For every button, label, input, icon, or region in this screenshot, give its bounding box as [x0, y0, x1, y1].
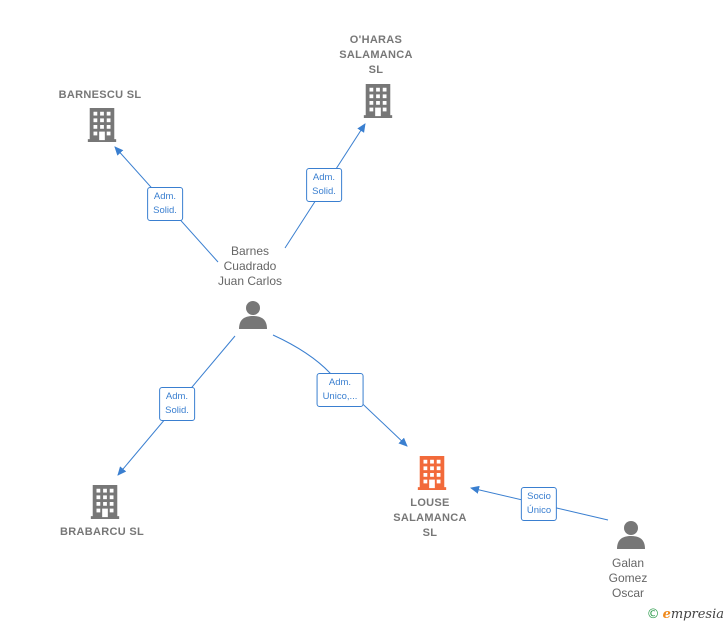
node-label-oharas[interactable]: O'HARAS SALAMANCA SL [339, 34, 413, 76]
node-label-barnes[interactable]: Barnes Cuadrado Juan Carlos [217, 244, 283, 288]
node-label-brabarcu[interactable]: BRABARCU SL [60, 526, 144, 538]
edge-label-galan-louse: Socio Único [520, 487, 558, 521]
edge-label-barnes-barnescu: Adm. Solid. [147, 187, 183, 221]
node-label-barnescu[interactable]: BARNESCU SL [58, 89, 142, 101]
building-icon[interactable] [90, 485, 120, 519]
brand-logo: ©empresia [647, 607, 724, 622]
person-icon[interactable] [239, 301, 267, 329]
edges-layer [114, 123, 609, 521]
brand-initial: e [662, 607, 671, 622]
edge-label-barnes-louse: Adm. Unico,... [316, 373, 364, 407]
building-icon[interactable] [363, 84, 393, 118]
edge-barnes-louse [272, 334, 408, 447]
person-icon[interactable] [617, 521, 645, 549]
node-label-louse[interactable]: LOUSE SALAMANCA SL [393, 497, 467, 539]
building-icon[interactable] [87, 108, 117, 142]
edge-label-barnes-oharas: Adm. Solid. [306, 168, 342, 202]
brand-name: mpresia [670, 607, 724, 622]
building-icon[interactable] [417, 456, 447, 490]
edge-label-barnes-brabarcu: Adm. Solid. [159, 387, 195, 421]
copyright-icon: © [646, 607, 660, 622]
node-label-galan[interactable]: Galan Gomez Oscar [608, 556, 648, 600]
